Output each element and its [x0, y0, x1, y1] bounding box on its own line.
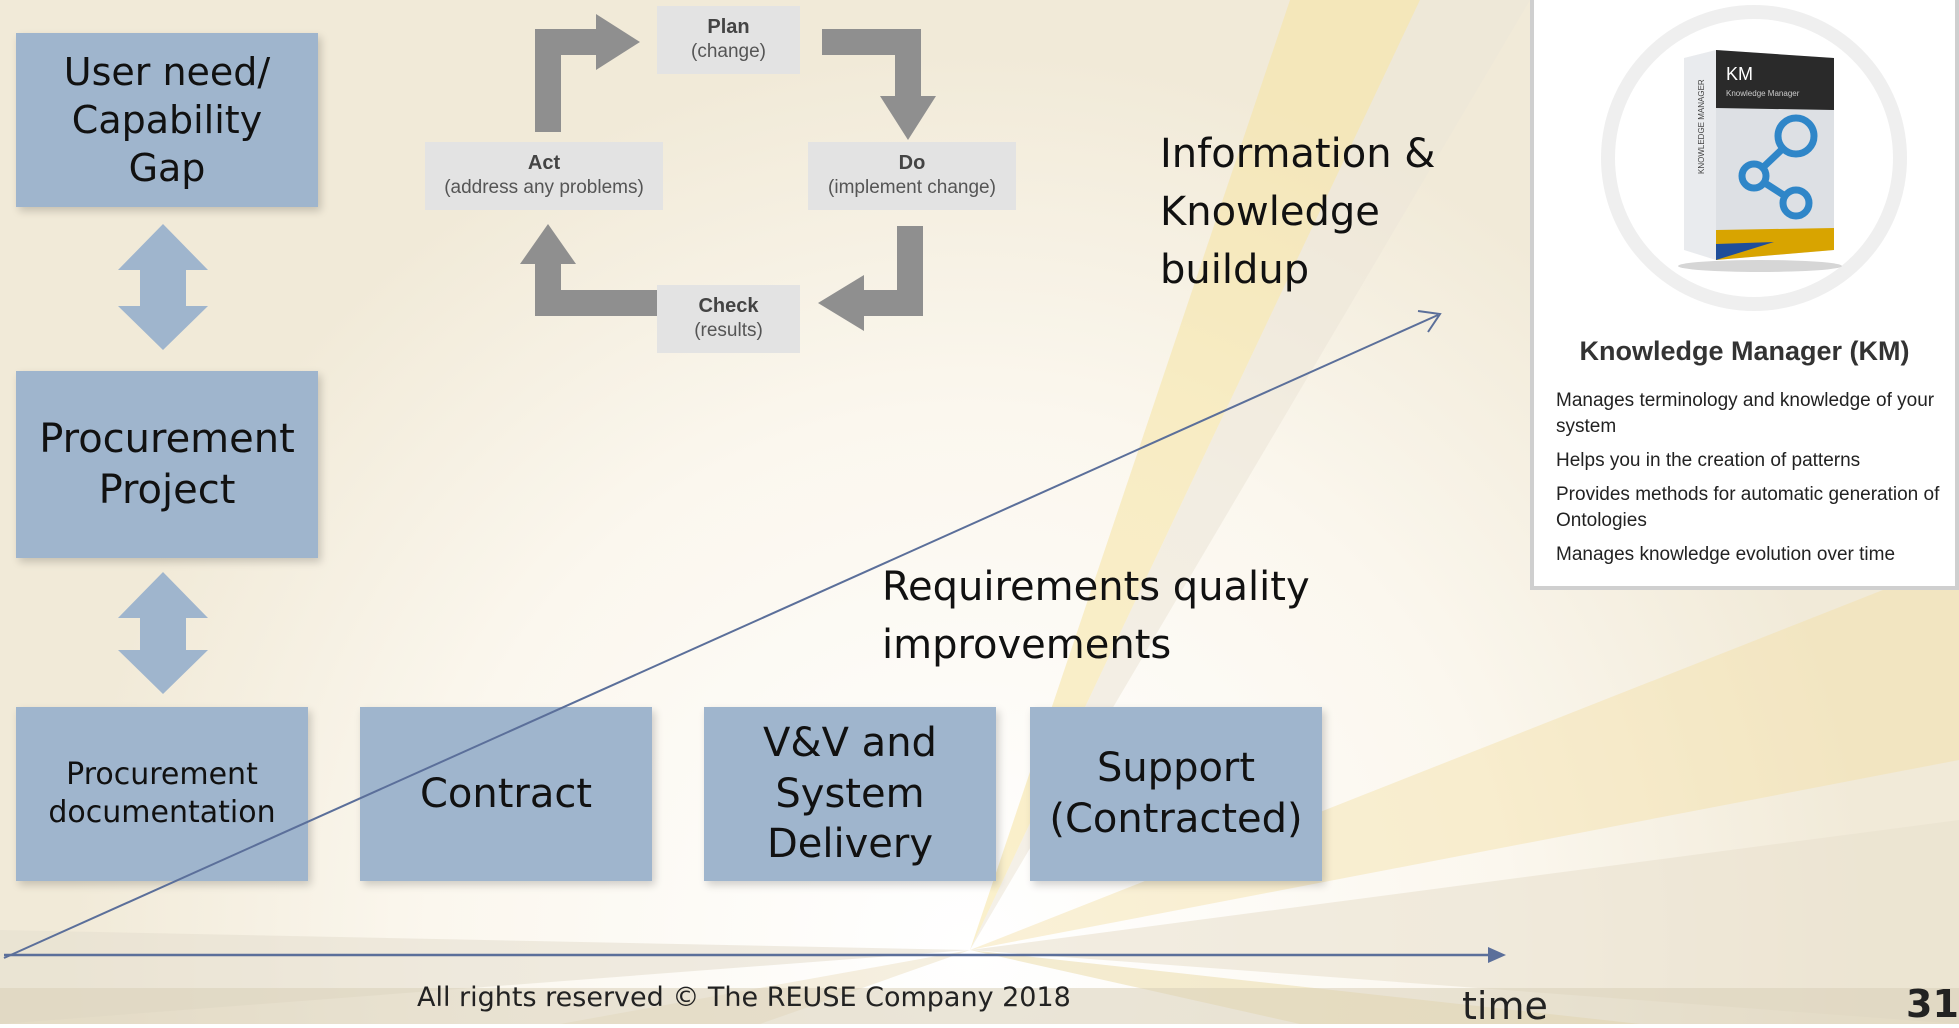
pdca-plan-subtitle: (change)	[691, 41, 766, 62]
pdca-plan-box: Plan (change)	[657, 6, 800, 74]
km-box-bottom-accent	[1716, 242, 1774, 260]
km-share-icon	[1738, 114, 1818, 220]
page-number: 31	[1906, 982, 1959, 1026]
km-product-image: KM Knowledge Manager KNOWLEDGE MANAGER	[1601, 5, 1907, 311]
pdca-check-title: Check	[698, 295, 759, 317]
pdca-act-subtitle: (address any problems)	[444, 177, 644, 198]
km-box-label: KM	[1726, 64, 1753, 84]
km-spine-label: KNOWLEDGE MANAGER	[1697, 79, 1706, 174]
information-knowledge-buildup-label: Information & Knowledge buildup	[1160, 131, 1436, 293]
requirements-quality-label: Requirements quality improvements	[882, 564, 1310, 668]
km-feature-item: Manages knowledge evolution over time	[1556, 544, 1896, 565]
pdca-do-subtitle: (implement change)	[828, 177, 996, 198]
pdca-do-title: Do	[898, 152, 926, 174]
user-need-capability-gap-box: User need/ Capability Gap	[16, 33, 318, 207]
pdca-check-box: Check (results)	[657, 285, 800, 353]
km-feature-item: Provides methods for automatic generatio…	[1556, 484, 1940, 531]
km-feature-item: Manages terminology and knowledge of you…	[1556, 390, 1935, 437]
km-feature-list: Manages terminology and knowledge of you…	[1556, 388, 1956, 576]
pdca-check-subtitle: (results)	[694, 320, 763, 341]
pdca-do-box: Do (implement change)	[808, 142, 1016, 210]
km-box-spine	[1684, 50, 1716, 260]
time-axis-label: time	[1462, 984, 1548, 1028]
contract-box: Contract	[360, 707, 652, 881]
km-feature-item: Helps you in the creation of patterns	[1556, 450, 1861, 471]
pdca-act-title: Act	[527, 152, 561, 174]
km-box-bottom-band	[1716, 228, 1834, 260]
copyright-text: All rights reserved © The REUSE Company …	[417, 982, 1071, 1013]
km-halo-circle	[1601, 5, 1907, 311]
pdca-act-box: Act (address any problems)	[425, 142, 663, 210]
procurement-project-box: Procurement Project	[16, 371, 318, 558]
km-box-sublabel: Knowledge Manager	[1726, 89, 1800, 98]
km-box-shadow	[1678, 260, 1842, 272]
procurement-documentation-box: Procurement documentation	[16, 707, 308, 881]
pdca-plan-title: Plan	[707, 16, 750, 38]
vv-system-delivery-box: V&V and System Delivery	[704, 707, 996, 881]
support-contracted-box: Support (Contracted)	[1030, 707, 1322, 881]
knowledge-manager-card: KM Knowledge Manager KNOWLEDGE MANAGER K…	[1530, 0, 1959, 590]
km-box-top-band	[1716, 50, 1834, 110]
km-title: Knowledge Manager (KM)	[1579, 336, 1910, 366]
